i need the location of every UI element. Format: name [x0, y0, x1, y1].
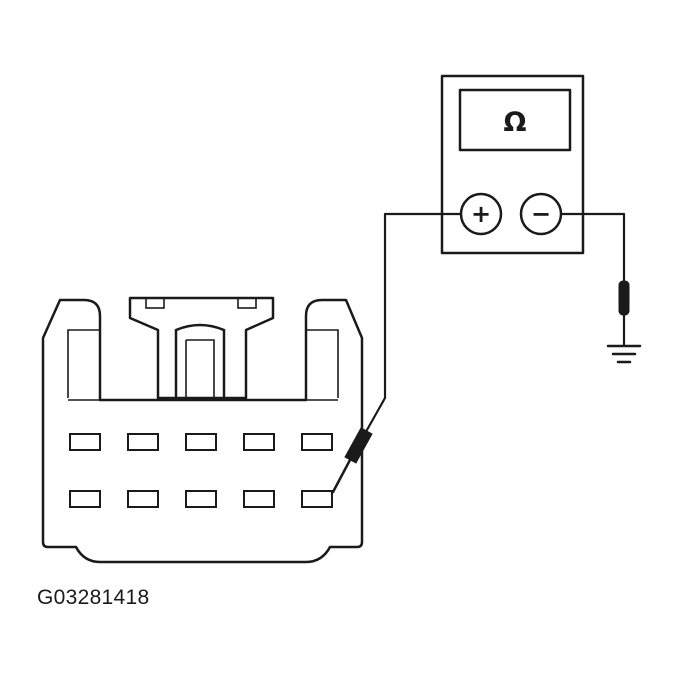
ohmmeter-body — [440, 74, 585, 255]
connector — [41, 296, 364, 564]
connector-pin — [69, 490, 101, 508]
connector-latch — [128, 296, 275, 400]
connector-pin — [69, 433, 101, 451]
connector-pin-probed — [301, 490, 333, 508]
connector-pin — [301, 433, 333, 451]
positive-terminal: + — [459, 192, 503, 236]
ohmmeter-display-symbol: Ω — [504, 107, 527, 138]
positive-lead — [362, 212, 461, 438]
connector-pins — [69, 433, 333, 508]
connector-pin — [185, 490, 217, 508]
connector-pin — [127, 433, 159, 451]
ohmmeter-display — [458, 88, 572, 152]
connector-pin — [243, 490, 275, 508]
test-probe-icon — [331, 427, 373, 494]
figure-reference-code: G03281418 — [37, 586, 150, 609]
connector-pin — [185, 433, 217, 451]
connector-pin — [127, 490, 159, 508]
negative-terminal: − — [519, 192, 563, 236]
ground-lead — [561, 212, 630, 346]
negative-terminal-label: − — [531, 200, 551, 228]
ground-clip — [618, 280, 630, 316]
connector-pin — [243, 433, 275, 451]
positive-terminal-label: + — [471, 200, 491, 228]
ground-icon — [606, 344, 642, 364]
ohmmeter: Ω + − — [440, 74, 585, 255]
